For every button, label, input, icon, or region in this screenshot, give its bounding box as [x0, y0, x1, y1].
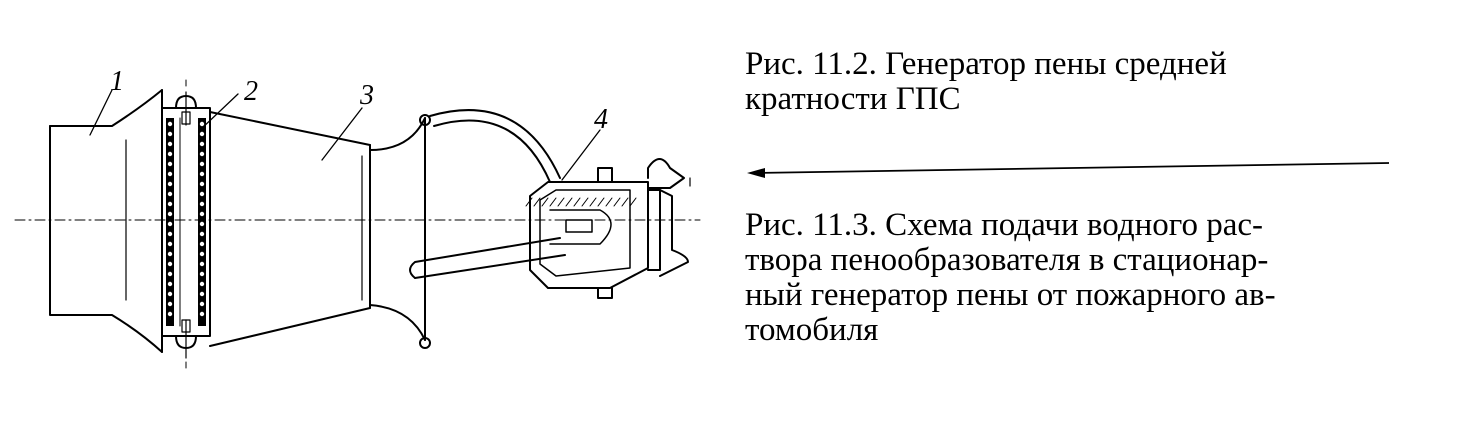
mesh-hole	[167, 241, 173, 247]
mesh-hole	[167, 251, 173, 257]
caption-line: твора пенообразователя в стационар-	[745, 242, 1269, 278]
hatch-line	[565, 197, 573, 207]
hatch-line	[589, 197, 597, 207]
hatch-line	[597, 197, 605, 207]
mesh-hole	[199, 161, 205, 167]
mesh-hole	[199, 291, 205, 297]
callout-leaders	[89, 89, 601, 181]
caption-line: ный генератор пены от пожарного ав-	[745, 277, 1276, 313]
mesh-cassette	[161, 79, 211, 369]
mesh-hole	[167, 141, 173, 147]
nozzle-bell	[369, 114, 431, 349]
mesh-hole	[167, 291, 173, 297]
mesh-hole	[199, 211, 205, 217]
mesh-hole	[199, 311, 205, 317]
mesh-hole	[199, 251, 205, 257]
hatch-line	[581, 197, 589, 207]
mesh-hole	[167, 231, 173, 237]
callout-1: 1	[110, 66, 124, 97]
mesh-hole	[199, 261, 205, 267]
mesh-hole	[199, 151, 205, 157]
mesh-hole	[167, 301, 173, 307]
hatch-line	[549, 197, 557, 207]
mesh-hole	[199, 191, 205, 197]
mesh-hole	[199, 171, 205, 177]
mesh-hole	[199, 231, 205, 237]
mesh-hole	[167, 271, 173, 277]
caption-line: Рис. 11.3. Схема подачи водного рас-	[745, 207, 1264, 243]
mesh-hole	[199, 281, 205, 287]
mesh-hole	[167, 151, 173, 157]
callout-4: 4	[594, 104, 608, 135]
mesh-hole	[199, 201, 205, 207]
mesh-hole	[199, 121, 205, 127]
mesh-hole	[199, 221, 205, 227]
figure-caption-11-3: Рис. 11.3. Схема подачи водного рас- тво…	[745, 208, 1390, 348]
hatch-line	[533, 197, 541, 207]
inlet-pipe	[49, 89, 163, 353]
mesh-hole	[167, 191, 173, 197]
mesh-hole	[199, 301, 205, 307]
callout-3: 3	[359, 80, 374, 111]
feed-pipe	[409, 237, 566, 279]
foam-generator-drawing: 1 2 3 4	[14, 66, 701, 369]
hatch-line	[629, 197, 637, 207]
caption-divider-arrow	[747, 162, 1390, 178]
hatch-line	[621, 197, 629, 207]
connection-head	[525, 158, 691, 299]
mesh-hole	[167, 131, 173, 137]
mesh-hole	[199, 131, 205, 137]
mesh-hole	[199, 241, 205, 247]
figure-caption-11-2: Рис. 11.2. Генератор пены средней кратно…	[745, 47, 1390, 117]
mesh-hole	[167, 181, 173, 187]
mesh-hole	[167, 281, 173, 287]
mesh-hole	[167, 171, 173, 177]
diffuser-cone	[209, 111, 371, 347]
hatch-line	[605, 197, 613, 207]
mesh-hole	[167, 261, 173, 267]
mesh-hole	[167, 121, 173, 127]
hatch-line	[541, 197, 549, 207]
supply-hose	[429, 109, 561, 183]
caption-line: томобиля	[745, 312, 879, 348]
mesh-hole	[199, 181, 205, 187]
callout-2: 2	[244, 76, 258, 107]
mesh-hole	[167, 161, 173, 167]
hatch-line	[525, 197, 533, 207]
caption-line: кратности ГПС	[745, 81, 961, 117]
mesh-hole	[167, 221, 173, 227]
hatch-line	[573, 197, 581, 207]
mesh-hole	[167, 211, 173, 217]
hatch-line	[557, 197, 565, 207]
mesh-hole	[167, 311, 173, 317]
mesh-hole	[199, 271, 205, 277]
mesh-hole	[167, 201, 173, 207]
hatch-line	[613, 197, 621, 207]
caption-line: Рис. 11.2. Генератор пены средней	[745, 46, 1227, 82]
mesh-hole	[199, 141, 205, 147]
